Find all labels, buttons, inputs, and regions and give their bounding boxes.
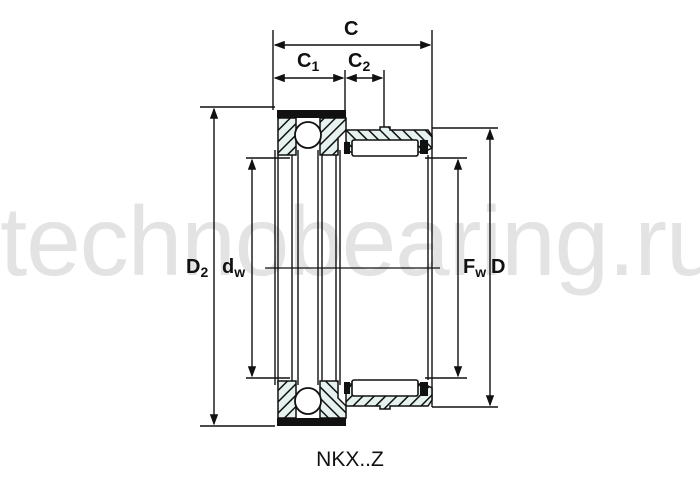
label-fw: Fw: [463, 256, 487, 280]
model-caption: NKX..Z: [316, 448, 384, 471]
dimension-dw: [246, 157, 290, 379]
top-section: [277, 110, 433, 157]
label-d2: D2: [186, 256, 209, 280]
bore-lines: [274, 128, 433, 407]
dimension-d: [432, 127, 498, 408]
dimension-c: [272, 30, 433, 128]
bottom-section: [277, 379, 433, 426]
label-c: C: [344, 18, 359, 40]
dimension-d2: [200, 106, 275, 427]
label-c1: C1: [297, 50, 320, 74]
label-dw: dw: [222, 256, 246, 280]
label-d: D: [491, 256, 506, 278]
label-c2: C2: [348, 50, 371, 74]
watermark-text: technobearing.ru: [0, 186, 700, 296]
